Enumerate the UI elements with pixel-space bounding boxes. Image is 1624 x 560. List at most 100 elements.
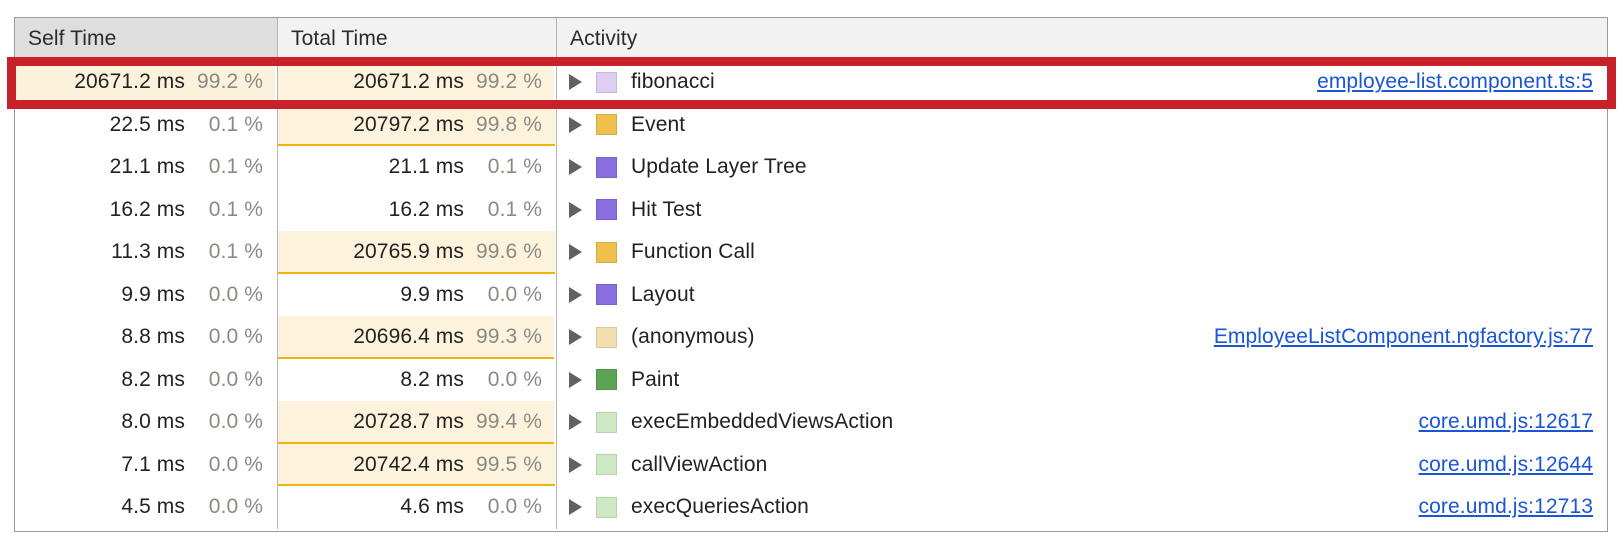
self-time-value: 20671.2 ms: [74, 70, 185, 94]
cell-total-time: 21.1 ms 0.1 %: [278, 146, 557, 189]
cell-activity: Event: [557, 104, 1607, 147]
cell-activity: Hit Test: [557, 189, 1607, 232]
activity-name: execEmbeddedViewsAction: [631, 410, 894, 434]
scripting-swatch: [596, 114, 617, 136]
expand-triangle-icon[interactable]: [569, 329, 582, 346]
cell-total-time: 20742.4 ms 99.5 %: [278, 443, 557, 486]
cell-total-time: 20765.9 ms 99.6 %: [278, 231, 557, 274]
source-location-link[interactable]: core.umd.js:12644: [1418, 452, 1593, 476]
painting-swatch: [596, 369, 617, 391]
self-time-percent: 0.1 %: [208, 112, 263, 136]
cell-activity: execQueriesAction core.umd.js:12713: [557, 486, 1607, 529]
self-time-value: 4.5 ms: [121, 495, 185, 519]
total-time-value: 20696.4 ms: [353, 325, 464, 349]
painting-light-swatch: [596, 411, 617, 433]
self-time-value: 7.1 ms: [121, 452, 185, 476]
expand-triangle-icon[interactable]: [569, 456, 582, 473]
cell-activity: Paint: [557, 359, 1607, 402]
expand-triangle-icon[interactable]: [569, 371, 582, 388]
self-time-percent: 0.0 %: [208, 367, 263, 391]
column-header-self-time[interactable]: Self Time: [15, 18, 278, 60]
total-time-value: 20765.9 ms: [353, 240, 464, 264]
cell-self-time: 4.5 ms 0.0 %: [15, 486, 278, 529]
total-time-value: 20671.2 ms: [353, 70, 464, 94]
self-time-value: 21.1 ms: [109, 155, 185, 179]
column-header-total-time[interactable]: Total Time: [278, 18, 557, 60]
total-time-percent: 99.8 %: [476, 112, 542, 136]
expand-triangle-icon[interactable]: [569, 244, 582, 261]
source-location-link[interactable]: employee-list.component.ts:5: [1317, 70, 1593, 94]
table-row[interactable]: 20671.2 ms 99.2 % 20671.2 ms 99.2 % fibonacc…: [15, 61, 1607, 104]
expand-triangle-icon[interactable]: [569, 414, 582, 431]
total-time-percent: 99.5 %: [476, 452, 542, 476]
total-time-percent: 0.1 %: [487, 155, 542, 179]
source-location-link[interactable]: core.umd.js:12713: [1418, 495, 1593, 519]
expand-triangle-icon[interactable]: [569, 499, 582, 516]
total-time-percent: 99.4 %: [476, 410, 542, 434]
total-time-percent: 99.2 %: [476, 70, 542, 94]
activity-name: Function Call: [631, 240, 755, 264]
total-time-value: 4.6 ms: [400, 495, 464, 519]
scripting-swatch: [596, 241, 617, 263]
self-time-percent: 99.2 %: [197, 70, 263, 94]
self-time-percent: 0.1 %: [208, 197, 263, 221]
column-header-total-time-label: Total Time: [291, 27, 388, 50]
self-time-value: 11.3 ms: [111, 240, 185, 264]
expand-triangle-icon[interactable]: [569, 201, 582, 218]
cell-activity: Function Call: [557, 231, 1607, 274]
activity-name: (anonymous): [631, 325, 755, 349]
expand-triangle-icon[interactable]: [569, 286, 582, 303]
rendering-swatch: [596, 284, 617, 306]
cell-self-time: 20671.2 ms 99.2 %: [15, 61, 278, 104]
performance-tree-table: Self Time Total Time Activity 20671.2 ms…: [14, 17, 1608, 532]
activity-name: execQueriesAction: [631, 495, 809, 519]
expand-triangle-icon[interactable]: [569, 74, 582, 91]
expand-triangle-icon[interactable]: [569, 159, 582, 176]
column-header-activity-label: Activity: [570, 27, 638, 50]
cell-activity: Update Layer Tree: [557, 146, 1607, 189]
source-location-link[interactable]: EmployeeListComponent.ngfactory.js:77: [1213, 325, 1593, 349]
total-time-percent: 0.1 %: [487, 197, 542, 221]
expand-triangle-icon[interactable]: [569, 116, 582, 133]
rendering-swatch: [596, 199, 617, 221]
table-header-row: Self Time Total Time Activity: [15, 18, 1607, 61]
rendering-swatch: [596, 156, 617, 178]
total-time-value: 20797.2 ms: [353, 112, 464, 136]
painting-light-swatch: [596, 454, 617, 476]
self-time-percent: 0.0 %: [208, 410, 263, 434]
total-time-percent: 0.0 %: [487, 367, 542, 391]
source-location-link[interactable]: core.umd.js:12617: [1418, 410, 1593, 434]
table-row[interactable]: 7.1 ms 0.0 % 20742.4 ms 99.5 % callViewActio…: [15, 443, 1607, 487]
total-time-value: 20742.4 ms: [353, 452, 464, 476]
cell-activity: Layout: [557, 274, 1607, 317]
activity-name: fibonacci: [631, 70, 715, 94]
column-header-activity[interactable]: Activity: [557, 18, 1607, 60]
total-time-percent: 0.0 %: [487, 282, 542, 306]
cell-activity: execEmbeddedViewsAction core.umd.js:12617: [557, 401, 1607, 444]
self-time-percent: 0.0 %: [208, 495, 263, 519]
self-time-value: 9.9 ms: [121, 282, 185, 306]
total-time-percent: 99.6 %: [476, 240, 542, 264]
total-time-value: 21.1 ms: [388, 155, 464, 179]
self-time-percent: 0.0 %: [208, 452, 263, 476]
